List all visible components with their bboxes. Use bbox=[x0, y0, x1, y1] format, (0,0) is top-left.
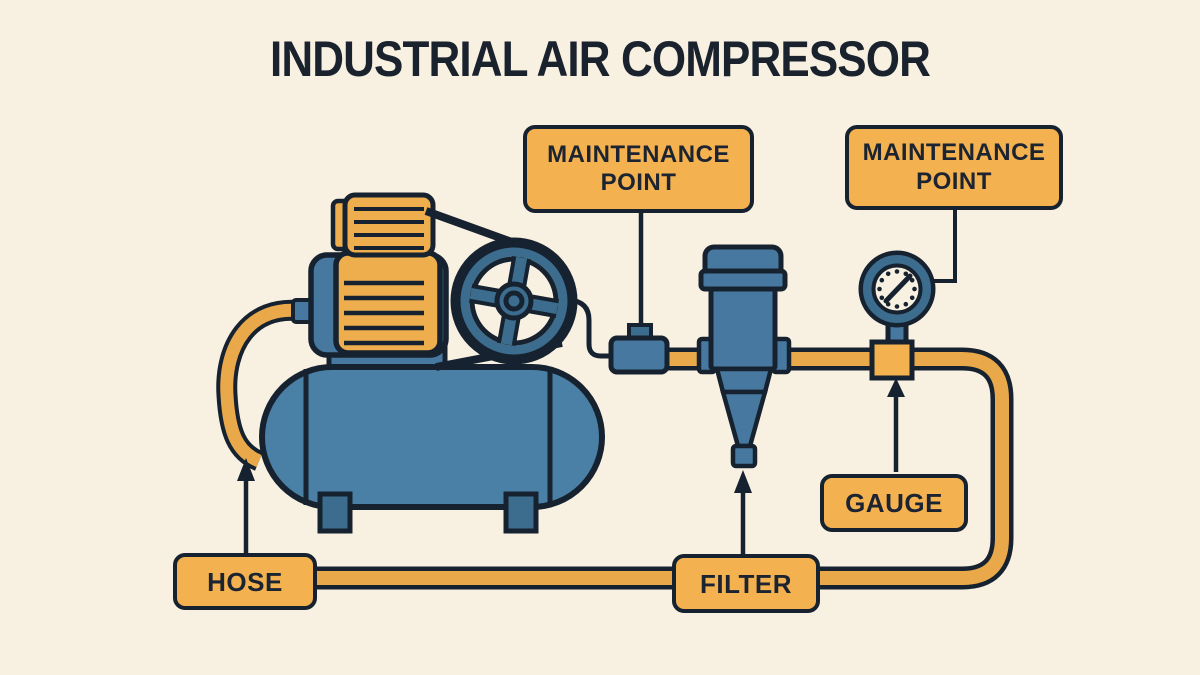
hose-tube bbox=[216, 299, 305, 471]
cylinder-lower bbox=[333, 250, 443, 356]
outlet-pipe bbox=[569, 297, 618, 359]
filter-unit bbox=[696, 244, 792, 469]
callout-connectors bbox=[237, 208, 957, 554]
air-tank bbox=[259, 364, 605, 534]
cylinder-upper bbox=[330, 192, 436, 258]
tank-foot-right bbox=[503, 491, 539, 534]
flywheel bbox=[450, 237, 578, 365]
pressure-gauge bbox=[858, 250, 936, 381]
air-pipe bbox=[310, 347, 1014, 590]
tank-foot-left bbox=[317, 491, 353, 534]
hose-label: HOSE bbox=[173, 553, 317, 610]
diagram-title: INDUSTRIAL AIR COMPRESSOR bbox=[269, 31, 931, 87]
filter-label: FILTER bbox=[672, 554, 820, 613]
maintenance-point-label-left: MAINTENANCE POINT bbox=[523, 125, 754, 213]
gauge-ticks bbox=[877, 269, 917, 309]
maintenance-point-label-right: MAINTENANCE POINT bbox=[845, 125, 1063, 210]
gauge-needle bbox=[883, 273, 913, 304]
gauge-label: GAUGE bbox=[820, 474, 968, 532]
gauge-fitting bbox=[869, 339, 915, 381]
maintenance-fitting-left bbox=[608, 323, 670, 375]
